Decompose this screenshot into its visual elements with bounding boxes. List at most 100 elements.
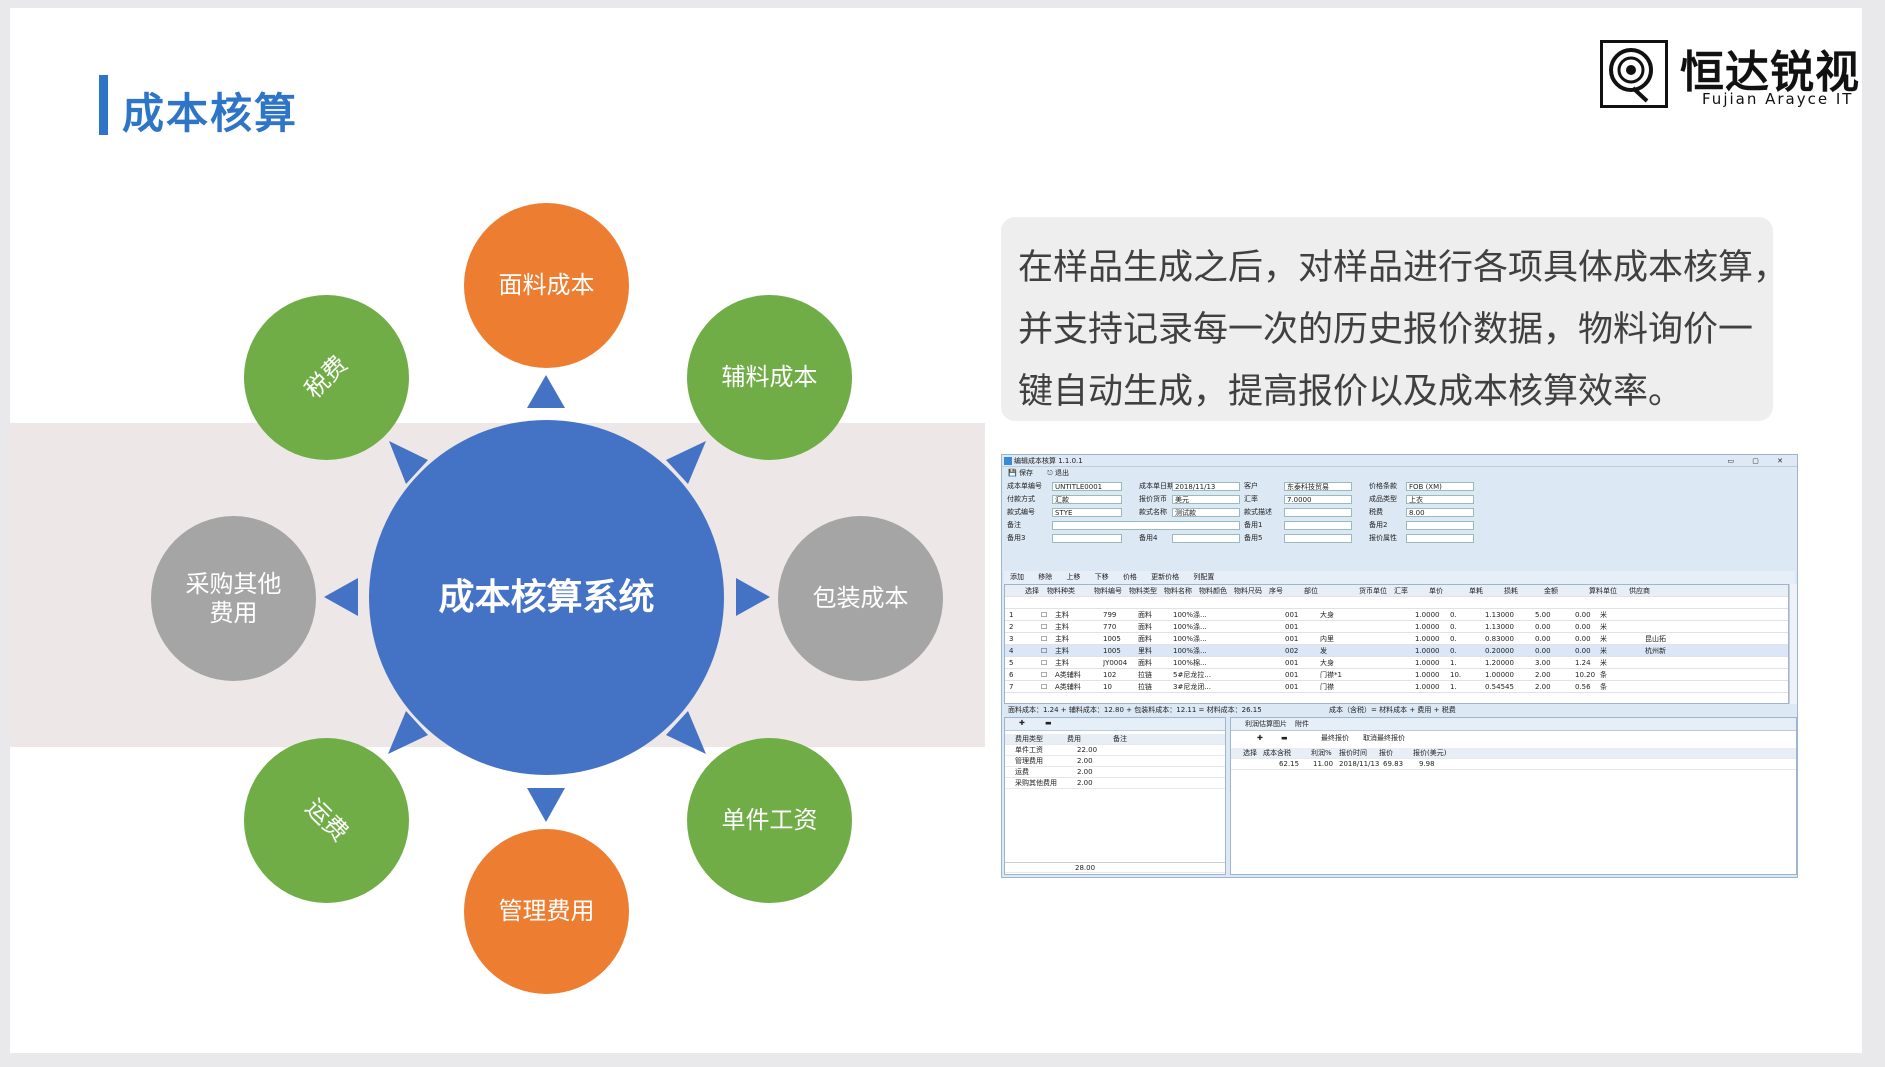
table-cell: 1.0000 — [1415, 671, 1440, 679]
tab-images[interactable]: 图片 — [1273, 720, 1287, 728]
row-checkbox[interactable]: ☐ — [1041, 659, 1048, 667]
table-cell: 0.00 — [1575, 623, 1591, 631]
rate-field[interactable]: 7.0000 — [1284, 495, 1352, 504]
tax-field[interactable]: 8.00 — [1406, 508, 1474, 517]
row-checkbox[interactable]: ☐ — [1041, 623, 1048, 631]
grid-toolbar: 添加 移除 上移 下移 价格 更新价格 列配置 — [1004, 571, 1795, 584]
grid-header-cell[interactable]: 单价 — [1429, 587, 1443, 595]
price-button[interactable]: 价格 — [1122, 573, 1137, 581]
customer-field[interactable]: 东泰科技贸易 — [1284, 482, 1352, 491]
add-quote-icon[interactable]: ✚ — [1257, 734, 1263, 742]
remark-field[interactable] — [1052, 521, 1240, 530]
materials-grid[interactable]: 选择物料种类 物料编号物料类型物料名称物料颜色物料尺码序号 部位 货币单位汇率 单价 单耗… — [1004, 584, 1789, 704]
grid-header-cell[interactable]: 物料编号 — [1094, 587, 1122, 595]
brand-logo: 恒达锐视 Fujian Arayce IT — [1600, 38, 1860, 110]
quote-attr-field[interactable] — [1406, 534, 1474, 543]
grid-header-cell[interactable]: 选择 — [1025, 587, 1039, 595]
table-cell: 0.20000 — [1485, 647, 1514, 655]
payment-field[interactable]: 汇款 — [1052, 495, 1122, 504]
add-row-button[interactable]: 添加 — [1010, 573, 1024, 581]
table-cell: 1. — [1450, 659, 1457, 667]
table-cell: 001 — [1285, 611, 1299, 619]
grid-header-cell[interactable]: 物料颜色 — [1199, 587, 1227, 595]
add-fee-icon[interactable]: ✚ — [1019, 719, 1025, 727]
table-cell: 0.54545 — [1485, 683, 1514, 691]
price-terms-field[interactable]: FOB (XM) — [1406, 482, 1474, 491]
spare1-field[interactable] — [1284, 521, 1352, 530]
grid-header-cell[interactable]: 货币单位 — [1359, 587, 1387, 595]
table-cell: 7 — [1009, 683, 1014, 691]
quote-currency-field[interactable]: 美元 — [1172, 495, 1240, 504]
table-cell: 0.00 — [1535, 635, 1551, 643]
grid-header-cell[interactable]: 单耗 — [1469, 587, 1483, 595]
table-cell: 102 — [1103, 671, 1117, 679]
row-checkbox[interactable]: ☐ — [1041, 635, 1048, 643]
row-checkbox[interactable]: ☐ — [1041, 683, 1048, 691]
update-price-button[interactable]: 更新价格 — [1151, 573, 1180, 581]
table-cell: 米 — [1600, 647, 1607, 655]
grid-header-cell[interactable]: 算料单位 — [1589, 587, 1617, 595]
product-type-field[interactable]: 上衣 — [1406, 495, 1474, 504]
spare5-field[interactable] — [1284, 534, 1352, 543]
grid-header-cell[interactable]: 物料尺码 — [1234, 587, 1262, 595]
row-checkbox[interactable]: ☐ — [1041, 647, 1048, 655]
column-config-button[interactable]: 列配置 — [1193, 573, 1215, 581]
grid-header-cell[interactable]: 序号 — [1269, 587, 1283, 595]
table-cell: 1.20000 — [1485, 659, 1514, 667]
node-piece-wage: 单件工资 — [687, 738, 852, 903]
tab-attachments[interactable]: 附件 — [1295, 720, 1309, 728]
spare2-field[interactable] — [1406, 521, 1474, 530]
spare4-field[interactable] — [1172, 534, 1240, 543]
spare3-field[interactable] — [1052, 534, 1122, 543]
grid-header-cell[interactable]: 汇率 — [1394, 587, 1408, 595]
quote-attr-label: 报价属性 — [1369, 534, 1397, 542]
table-cell: A类辅料 — [1055, 683, 1081, 691]
grid-header-cell[interactable]: 物料类型 — [1129, 587, 1157, 595]
cancel-final-quote-button[interactable]: 取消最终报价 — [1363, 734, 1405, 742]
style-no-field[interactable]: STYE — [1052, 508, 1122, 517]
table-cell: 1.00000 — [1485, 671, 1514, 679]
grid-header-cell[interactable]: 供应商 — [1629, 587, 1650, 595]
grid-header-cell[interactable]: 物料名称 — [1164, 587, 1192, 595]
cost-no-field[interactable]: UNTITLE0001 — [1052, 482, 1122, 491]
cost-date-field[interactable]: 2018/11/13 — [1172, 482, 1240, 491]
grid-scrollbar[interactable] — [1789, 584, 1797, 704]
tab-profit-estimate[interactable]: 利润估算 — [1245, 720, 1273, 728]
row-checkbox[interactable]: ☐ — [1041, 671, 1048, 679]
save-button[interactable]: 💾 保存 — [1008, 469, 1033, 477]
table-cell: 6 — [1009, 671, 1014, 679]
move-up-button[interactable]: 上移 — [1066, 573, 1081, 581]
row-checkbox[interactable]: ☐ — [1041, 611, 1048, 619]
final-quote-button[interactable]: 最终报价 — [1321, 734, 1349, 742]
grid-header-cell[interactable]: 损耗 — [1504, 587, 1518, 595]
grid-filter-row[interactable] — [1005, 597, 1788, 609]
grid-header-cell[interactable]: 物料种类 — [1047, 587, 1075, 595]
remove-fee-icon[interactable]: ▬ — [1045, 719, 1052, 727]
brand-subtitle: Fujian Arayce IT — [1702, 90, 1854, 108]
style-desc-field[interactable] — [1284, 508, 1352, 517]
style-name-field[interactable]: 测试款 — [1172, 508, 1240, 517]
window-controls[interactable]: ▭ ▢ ✕ — [1727, 457, 1791, 465]
spare2-label: 备用2 — [1369, 521, 1388, 529]
grid-header-cell[interactable]: 部位 — [1304, 587, 1318, 595]
remove-row-button[interactable]: 移除 — [1038, 573, 1053, 581]
grid-header-cell[interactable]: 金额 — [1544, 587, 1558, 595]
table-cell: 主料 — [1055, 623, 1069, 631]
move-down-button[interactable]: 下移 — [1094, 573, 1109, 581]
window-titlebar: 编辑成本核算 1.1.0.1 ▭ ▢ ✕ — [1002, 455, 1797, 467]
exit-button[interactable]: ⎋ 退出 — [1047, 469, 1069, 477]
table-cell: 拉链 — [1138, 671, 1152, 679]
remove-quote-icon[interactable]: ▬ — [1281, 734, 1288, 742]
